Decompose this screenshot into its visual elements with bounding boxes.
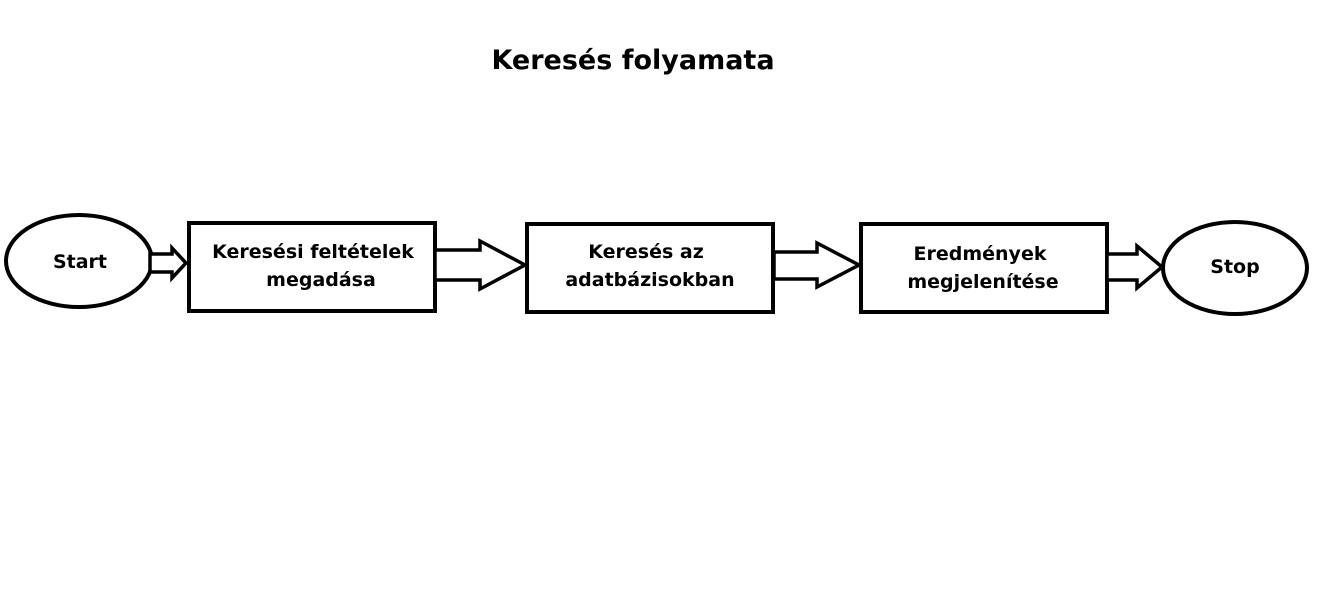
node-search-line-2: adatbázisokban	[565, 269, 734, 291]
node-start-label: Start	[53, 251, 107, 273]
node-start: Start	[4, 213, 154, 309]
node-search: Keresés az adatbázisokban	[525, 222, 775, 314]
node-criteria: Keresési feltételek megadása	[187, 221, 437, 313]
diagram-title: Keresés folyamata	[491, 45, 774, 76]
node-stop: Stop	[1161, 220, 1309, 316]
edge-start-to-criteria	[148, 243, 189, 283]
node-criteria-line-2: megadása	[266, 269, 376, 291]
edge-criteria-to-search	[433, 238, 529, 292]
node-stop-label: Stop	[1210, 256, 1259, 278]
node-results-line-1: Eredmények	[914, 243, 1047, 265]
edge-search-to-results	[772, 240, 863, 290]
node-search-line-1: Keresés az	[588, 241, 704, 263]
node-criteria-line-1: Keresési feltételek	[212, 241, 414, 263]
edge-results-to-stop	[1105, 242, 1165, 292]
node-results-line-2: megjelenítése	[907, 271, 1058, 293]
node-results: Eredmények megjelenítése	[859, 222, 1109, 314]
